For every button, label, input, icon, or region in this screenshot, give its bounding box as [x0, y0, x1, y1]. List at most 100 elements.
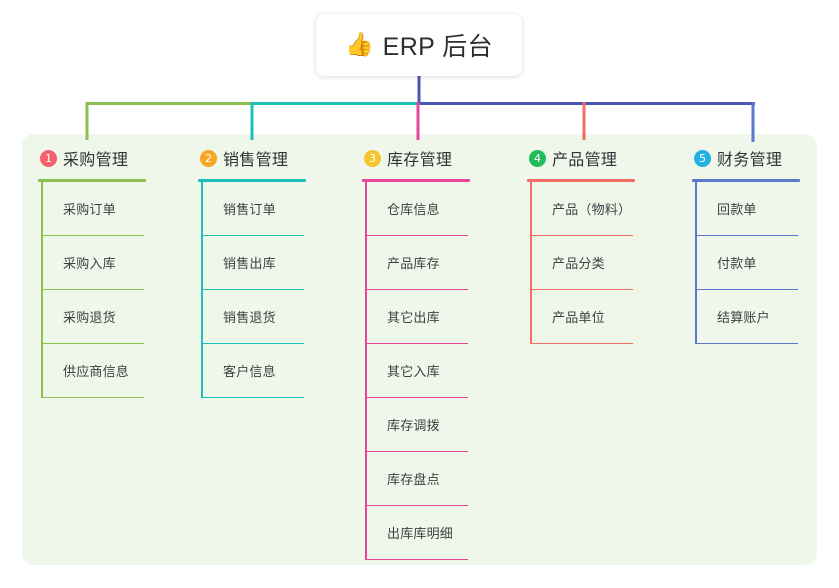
leaf-node[interactable]: 付款单 — [695, 236, 812, 290]
column-header-rule — [362, 179, 470, 182]
column-title: 销售管理 — [223, 152, 289, 169]
leaf-node-rule — [201, 288, 304, 290]
leaf-node-label: 库存调拨 — [387, 417, 440, 433]
leaf-node[interactable]: 客户信息 — [201, 344, 318, 398]
column-header-rule — [527, 179, 635, 182]
column-items: 采购订单采购入库采购退货供应商信息 — [41, 182, 158, 398]
leaf-node-label: 付款单 — [717, 255, 757, 271]
column-title: 产品管理 — [552, 152, 618, 169]
leaf-node-rule — [365, 396, 468, 398]
column-title: 财务管理 — [717, 152, 783, 169]
column-header-rule — [38, 179, 146, 182]
leaf-node-label: 其它出库 — [387, 309, 440, 325]
column-items: 仓库信息产品库存其它出库其它入库库存调拨库存盘点出库库明细 — [365, 182, 482, 560]
leaf-node[interactable]: 产品库存 — [365, 236, 482, 290]
leaf-node-label: 结算账户 — [717, 309, 770, 325]
column-header-rule — [692, 179, 800, 182]
leaf-node-rule — [695, 234, 798, 236]
leaf-node-label: 其它入库 — [387, 363, 440, 379]
column-spine — [365, 182, 367, 560]
leaf-node-label: 产品（物料） — [552, 201, 632, 217]
column-spine — [41, 182, 43, 398]
leaf-node-label: 采购入库 — [63, 255, 116, 271]
leaf-node-label: 销售出库 — [223, 255, 276, 271]
leaf-node-label: 产品单位 — [552, 309, 605, 325]
leaf-node-label: 出库库明细 — [387, 525, 454, 541]
leaf-node[interactable]: 销售订单 — [201, 182, 318, 236]
leaf-node-rule — [365, 504, 468, 506]
leaf-node-label: 回款单 — [717, 201, 757, 217]
leaf-node[interactable]: 采购入库 — [41, 236, 158, 290]
column-header[interactable]: 1 采购管理 — [38, 146, 158, 170]
leaf-node[interactable]: 其它入库 — [365, 344, 482, 398]
leaf-node[interactable]: 回款单 — [695, 182, 812, 236]
column-header-rule — [198, 179, 306, 182]
column-number-badge: 2 — [200, 149, 217, 167]
leaf-node[interactable]: 销售出库 — [201, 236, 318, 290]
leaf-node-rule — [530, 288, 633, 290]
leaf-node-rule — [201, 342, 304, 344]
column-库存管理: 3 库存管理仓库信息产品库存其它出库其它入库库存调拨库存盘点出库库明细 — [362, 146, 482, 560]
root-node[interactable]: 👍 ERP 后台 — [316, 14, 522, 76]
column-header[interactable]: 2 销售管理 — [198, 146, 318, 170]
leaf-node-rule — [41, 288, 144, 290]
leaf-node-label: 销售订单 — [223, 201, 276, 217]
leaf-node-label: 仓库信息 — [387, 201, 440, 217]
leaf-node-label: 销售退货 — [223, 309, 276, 325]
column-spine — [201, 182, 203, 398]
column-header[interactable]: 5 财务管理 — [692, 146, 812, 170]
leaf-node[interactable]: 采购订单 — [41, 182, 158, 236]
leaf-node-rule — [695, 342, 798, 344]
column-title: 采购管理 — [63, 152, 129, 169]
leaf-node-label: 产品分类 — [552, 255, 605, 271]
leaf-node-rule — [695, 288, 798, 290]
diagram-panel — [22, 134, 817, 565]
leaf-node[interactable]: 其它出库 — [365, 290, 482, 344]
leaf-node-rule — [41, 234, 144, 236]
leaf-node[interactable]: 出库库明细 — [365, 506, 482, 560]
leaf-node-rule — [365, 342, 468, 344]
leaf-node[interactable]: 产品（物料） — [530, 182, 647, 236]
leaf-node-label: 采购订单 — [63, 201, 116, 217]
leaf-node-label: 产品库存 — [387, 255, 440, 271]
leaf-node-rule — [201, 396, 304, 398]
leaf-node-rule — [41, 396, 144, 398]
leaf-node[interactable]: 产品分类 — [530, 236, 647, 290]
leaf-node-rule — [365, 558, 468, 560]
leaf-node-rule — [201, 234, 304, 236]
column-number-badge: 1 — [40, 149, 57, 167]
leaf-node-label: 客户信息 — [223, 363, 276, 379]
column-items: 产品（物料） 产品分类产品单位 — [530, 182, 647, 344]
column-spine — [530, 182, 532, 344]
column-number-badge: 5 — [694, 149, 711, 167]
leaf-node[interactable]: 供应商信息 — [41, 344, 158, 398]
column-title: 库存管理 — [387, 152, 453, 169]
column-spine — [695, 182, 697, 344]
column-销售管理: 2 销售管理销售订单销售出库销售退货客户信息 — [198, 146, 318, 398]
leaf-node-label: 采购退货 — [63, 309, 116, 325]
column-header[interactable]: 3 库存管理 — [362, 146, 482, 170]
thumbs-up-icon: 👍 — [345, 30, 374, 57]
leaf-node[interactable]: 仓库信息 — [365, 182, 482, 236]
leaf-node-rule — [41, 342, 144, 344]
leaf-node[interactable]: 销售退货 — [201, 290, 318, 344]
column-number-badge: 3 — [364, 149, 381, 167]
leaf-node[interactable]: 采购退货 — [41, 290, 158, 344]
column-items: 回款单付款单结算账户 — [695, 182, 812, 344]
root-node-title: ERP 后台 — [382, 33, 493, 61]
leaf-node-label: 库存盘点 — [387, 471, 440, 487]
leaf-node[interactable]: 产品单位 — [530, 290, 647, 344]
column-items: 销售订单销售出库销售退货客户信息 — [201, 182, 318, 398]
leaf-node[interactable]: 库存盘点 — [365, 452, 482, 506]
leaf-node-rule — [530, 342, 633, 344]
column-采购管理: 1 采购管理采购订单采购入库采购退货供应商信息 — [38, 146, 158, 398]
column-财务管理: 5 财务管理回款单付款单结算账户 — [692, 146, 812, 344]
leaf-node-rule — [365, 288, 468, 290]
leaf-node[interactable]: 库存调拨 — [365, 398, 482, 452]
leaf-node-rule — [530, 234, 633, 236]
leaf-node[interactable]: 结算账户 — [695, 290, 812, 344]
leaf-node-rule — [365, 234, 468, 236]
leaf-node-rule — [365, 450, 468, 452]
